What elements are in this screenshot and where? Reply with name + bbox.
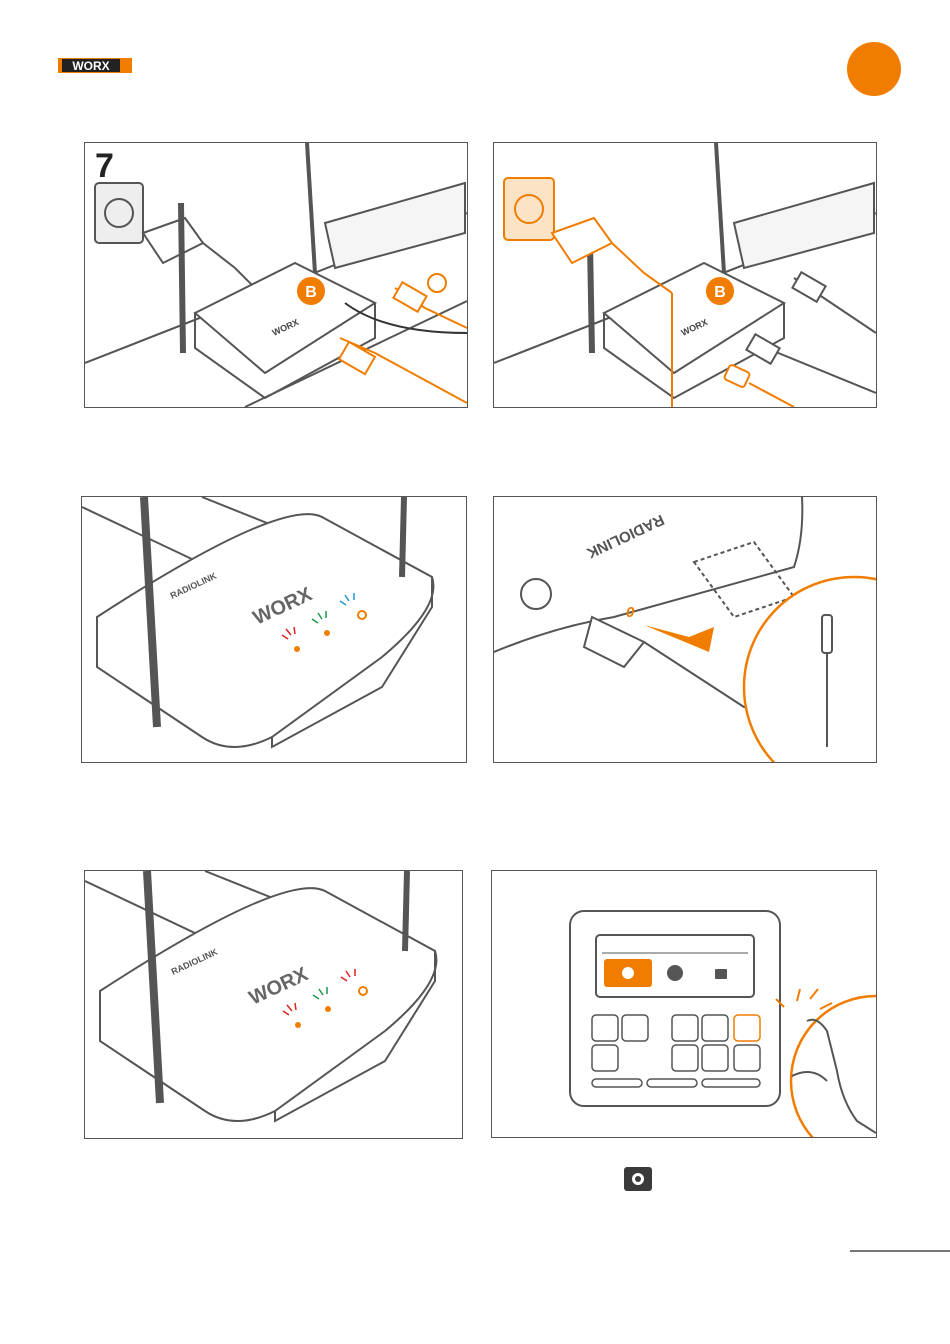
step-number: 7 <box>95 147 114 186</box>
label-b: B <box>714 284 726 301</box>
panel-reset-button: RADIOLINK 0 <box>493 496 877 763</box>
panel-step-7-wired: B WORX 7 <box>84 142 468 408</box>
label-b: B <box>305 284 317 301</box>
clock-icon <box>667 965 683 981</box>
page-footer-rule <box>850 1250 950 1252</box>
worx-logo: WORX <box>58 58 132 73</box>
lock-icon <box>715 969 727 979</box>
svg-text:WORX: WORX <box>72 59 109 73</box>
inline-settings-icon <box>624 1167 652 1191</box>
section-marker-dot <box>847 42 901 96</box>
panel-radiolink-leds: WORX RADIOLINK <box>81 496 467 763</box>
zero-mark: 0 <box>626 604 635 621</box>
panel-step-7-power: B WORX <box>493 142 877 408</box>
panel-radiolink-leds-2: WORX RADIOLINK <box>84 870 463 1139</box>
panel-keypad-settings <box>491 870 877 1138</box>
radiolink-label: RADIOLINK <box>584 511 667 562</box>
